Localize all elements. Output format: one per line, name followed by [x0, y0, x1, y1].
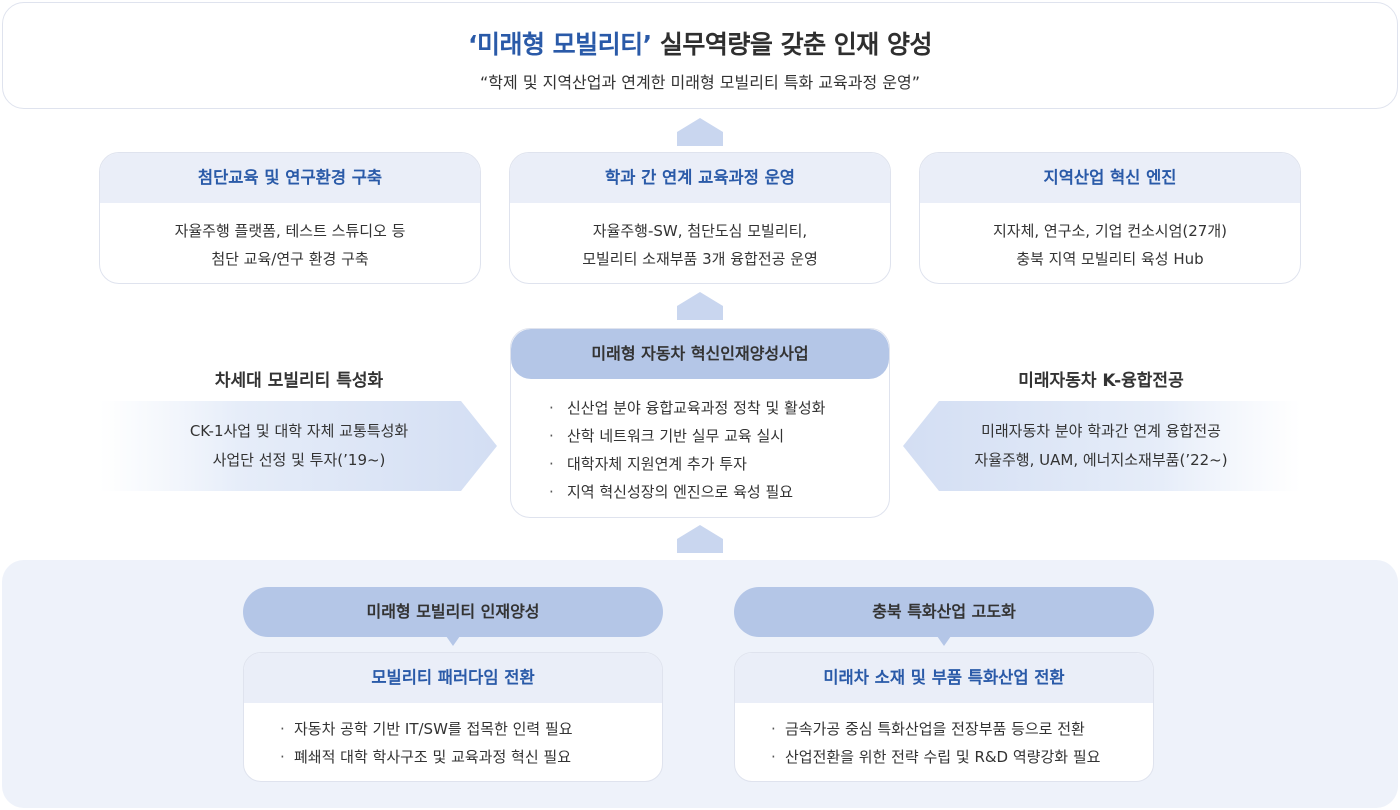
- list-item: ·폐쇄적 대학 학사구조 및 교육과정 혁신 필요: [280, 743, 662, 771]
- card-advanced-education: 첨단교육 및 연구환경 구축 자율주행 플랫폼, 테스트 스튜디오 등 첨단 교…: [99, 152, 481, 284]
- center-project-box: 미래형 자동차 혁신인재양성사업 ·신산업 분야 융합교육과정 정착 및 활성화…: [510, 328, 890, 518]
- bcard-title: 모빌리티 패러다임 전환: [244, 653, 662, 703]
- bullet-icon: ·: [771, 748, 776, 766]
- right-arrow-panel: 미래자동차 분야 학과간 연계 융합전공 자율주행, UAM, 에너지소재부품(…: [901, 401, 1301, 491]
- bullet-icon: ·: [771, 720, 776, 738]
- pill-pointer-icon: [937, 636, 951, 646]
- bullet-icon: ·: [549, 399, 554, 417]
- left-line: 사업단 선정 및 투자(’19~): [212, 451, 386, 469]
- bottom-panel: [2, 560, 1398, 808]
- card-regional-innovation: 지역산업 혁신 엔진 지자체, 연구소, 기업 컨소시엄(27개) 충북 지역 …: [919, 152, 1301, 284]
- bcard-paradigm-shift: 모빌리티 패러다임 전환 ·자동차 공학 기반 IT/SW를 접목한 인력 필요…: [243, 652, 663, 782]
- goal-title-highlight: ‘미래형 모빌리티’: [467, 30, 652, 59]
- card-line: 첨단 교육/연구 환경 구축: [211, 250, 369, 268]
- list-item: ·신산업 분야 융합교육과정 정착 및 활성화: [549, 394, 889, 422]
- goal-title-rest: 실무역량을 갖춘 인재 양성: [651, 30, 933, 59]
- up-arrow-icon: [677, 525, 723, 553]
- right-line: 자율주행, UAM, 에너지소재부품(’22~): [974, 451, 1228, 469]
- pill-pointer-icon: [446, 636, 460, 646]
- list-item: ·자동차 공학 기반 IT/SW를 접목한 인력 필요: [280, 715, 662, 743]
- bullet-icon: ·: [549, 427, 554, 445]
- list-item: ·산학 네트워크 기반 실무 교육 실시: [549, 422, 889, 450]
- card-line: 모빌리티 소재부품 3개 융합전공 운영: [582, 250, 818, 268]
- bullet-icon: ·: [549, 483, 554, 501]
- bcard-industry-transition: 미래차 소재 및 부품 특화산업 전환 ·금속가공 중심 특화산업을 전장부품 …: [734, 652, 1154, 782]
- card-title: 지역산업 혁신 엔진: [920, 153, 1300, 203]
- bullet-icon: ·: [280, 748, 285, 766]
- pill-industry-advancement: 충북 특화산업 고도화: [734, 587, 1154, 637]
- center-title: 미래형 자동차 혁신인재양성사업: [511, 329, 889, 379]
- card-line: 지자체, 연구소, 기업 컨소시엄(27개): [992, 222, 1228, 240]
- card-line: 자율주행 플랫폼, 테스트 스튜디오 등: [174, 222, 406, 240]
- goal-title: ‘미래형 모빌리티’ 실무역량을 갖춘 인재 양성: [3, 25, 1397, 61]
- goal-banner: ‘미래형 모빌리티’ 실무역량을 갖춘 인재 양성 “학제 및 지역산업과 연계…: [2, 2, 1398, 109]
- left-arrow-panel: CK-1사업 및 대학 자체 교통특성화 사업단 선정 및 투자(’19~): [99, 401, 499, 491]
- up-arrow-icon: [677, 118, 723, 146]
- left-arrow-shape: [903, 401, 1301, 491]
- right-arrow-shape: [99, 401, 497, 491]
- list-item: ·지역 혁신성장의 엔진으로 육성 필요: [549, 478, 889, 506]
- list-item: ·금속가공 중심 특화산업을 전장부품 등으로 전환: [771, 715, 1153, 743]
- right-line: 미래자동차 분야 학과간 연계 융합전공: [981, 422, 1221, 440]
- list-item: ·대학자체 지원연계 추가 투자: [549, 450, 889, 478]
- card-interdepartmental-curriculum: 학과 간 연계 교육과정 운영 자율주행-SW, 첨단도심 모빌리티, 모빌리티…: [509, 152, 891, 284]
- card-line: 충북 지역 모빌리티 육성 Hub: [1016, 250, 1204, 268]
- up-arrow-icon: [677, 292, 723, 320]
- goal-subtitle: “학제 및 지역산업과 연계한 미래형 모빌리티 특화 교육과정 운영”: [480, 73, 920, 92]
- right-title: 미래자동차 K-융합전공: [1018, 371, 1184, 391]
- left-line: CK-1사업 및 대학 자체 교통특성화: [189, 422, 409, 440]
- card-line: 자율주행-SW, 첨단도심 모빌리티,: [592, 222, 808, 240]
- bcard-title: 미래차 소재 및 부품 특화산업 전환: [735, 653, 1153, 703]
- bullet-icon: ·: [549, 455, 554, 473]
- list-item: ·산업전환을 위한 전략 수립 및 R&D 역량강화 필요: [771, 743, 1153, 771]
- left-title: 차세대 모빌리티 특성화: [214, 371, 384, 391]
- card-title: 학과 간 연계 교육과정 운영: [510, 153, 890, 203]
- pill-talent-training: 미래형 모빌리티 인재양성: [243, 587, 663, 637]
- card-title: 첨단교육 및 연구환경 구축: [100, 153, 480, 203]
- bullet-icon: ·: [280, 720, 285, 738]
